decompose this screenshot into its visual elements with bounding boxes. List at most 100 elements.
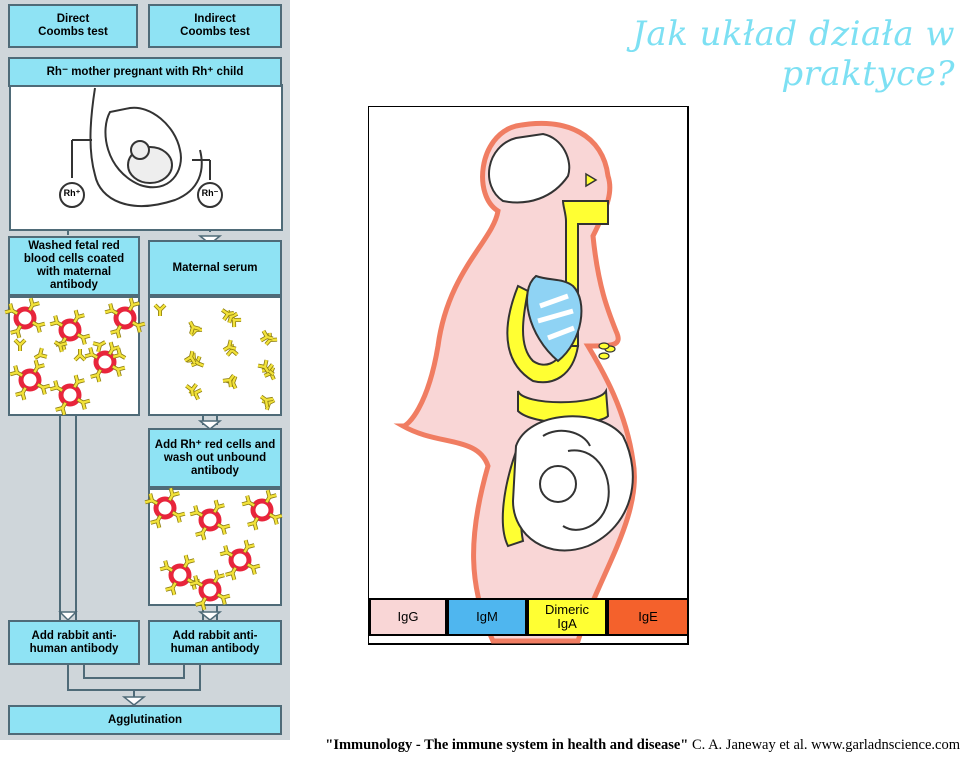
antibody-icon xyxy=(216,522,231,535)
antibody-icon xyxy=(259,329,274,343)
brain-icon xyxy=(488,132,571,204)
antibody-icon xyxy=(212,499,225,514)
antibody-icon xyxy=(144,493,159,506)
antibody-icon xyxy=(222,339,237,352)
red-cell-icon xyxy=(153,496,177,520)
antibody-icon xyxy=(259,394,274,408)
antibody-icon xyxy=(4,303,19,316)
antibody-icon xyxy=(242,539,255,554)
pregnant-mother-outline-icon xyxy=(89,87,203,207)
legend-igg: IgG xyxy=(369,598,447,636)
antibody-icon xyxy=(171,510,186,523)
direct-coombs-header: Direct Coombs test xyxy=(8,4,138,48)
antibody-icon xyxy=(76,332,91,345)
antibody-icon xyxy=(9,365,24,378)
mother-label: Rh⁻ mother pregnant with Rh⁺ child xyxy=(8,57,282,87)
red-cell-icon xyxy=(250,498,274,522)
cells-layer xyxy=(4,297,283,611)
antibody-icon xyxy=(107,341,120,356)
legend-ige: IgE xyxy=(607,598,689,636)
antibody-icon xyxy=(72,374,85,389)
antibody-icon xyxy=(189,575,204,588)
antibody-icon xyxy=(49,380,64,393)
rh-minus-tag: Rh⁻ xyxy=(201,188,219,198)
antibody-icon xyxy=(13,338,27,351)
antibody-icon xyxy=(212,569,225,584)
antibody-icon xyxy=(49,315,64,328)
antibody-icon xyxy=(247,516,260,531)
antibody-icon xyxy=(104,303,119,316)
antibody-icon xyxy=(90,368,103,383)
syringe-plus-icon xyxy=(59,139,92,208)
antibody-icon xyxy=(268,512,283,525)
antibody-icon xyxy=(111,364,126,377)
antibody-icon xyxy=(27,297,40,312)
red-cell-icon xyxy=(13,306,37,330)
add-rabbit-left-box: Add rabbit anti-human antibody xyxy=(8,620,140,665)
antibody-icon xyxy=(92,340,107,353)
red-cell-icon xyxy=(228,548,252,572)
antibody-icon xyxy=(33,347,48,360)
syringe-minus-icon xyxy=(192,159,223,208)
legend-igm: IgM xyxy=(447,598,527,636)
page-title: Jak układ działa w praktyce? xyxy=(632,14,955,94)
legend-dimeric-iga: Dimeric IgA xyxy=(527,598,607,636)
antibody-icon xyxy=(188,320,201,335)
antibody-icon xyxy=(32,359,45,374)
heart-icon xyxy=(526,274,583,363)
red-cell-icon xyxy=(58,383,82,407)
antibody-icon xyxy=(110,324,123,339)
add-rh-cells-box: Add Rh⁺ red cells and wash out unbound a… xyxy=(148,428,282,488)
antibody-icon xyxy=(264,489,277,504)
add-rabbit-right-box: Add rabbit anti-human antibody xyxy=(148,620,282,665)
antibody-icon xyxy=(165,581,178,596)
antibody-icon xyxy=(257,359,270,374)
antibody-icon xyxy=(219,545,234,558)
red-cell-icon xyxy=(198,578,222,602)
antibody-icon xyxy=(84,347,99,360)
red-cell-icon xyxy=(168,563,192,587)
antibody-icon xyxy=(159,560,174,573)
antibody-icon xyxy=(15,386,28,401)
antibody-icon xyxy=(72,309,85,324)
antibody-icon xyxy=(182,554,195,569)
antibody-icon xyxy=(189,505,204,518)
washed-cells-box: Washed fetal red blood cells coated with… xyxy=(8,236,140,296)
antibody-icon xyxy=(131,320,146,333)
antibody-icon xyxy=(195,596,208,611)
antibody-icon xyxy=(10,324,23,339)
indirect-coombs-header: Indirect Coombs test xyxy=(148,4,282,48)
antibody-icon xyxy=(222,374,236,388)
antibody-icon xyxy=(127,297,140,312)
body-illustration xyxy=(368,106,689,645)
red-cell-icon xyxy=(93,350,117,374)
antibody-icon xyxy=(31,320,46,333)
agglutination-box: Agglutination xyxy=(8,705,282,735)
antibody-icon xyxy=(225,566,238,581)
red-cell-icon xyxy=(18,368,42,392)
serum-antibodies-panel xyxy=(148,296,282,416)
maternal-serum-box: Maternal serum xyxy=(148,240,282,296)
antibody-icon xyxy=(221,308,235,321)
antibody-icon xyxy=(53,340,68,353)
antibody-icon xyxy=(195,526,208,541)
antibody-icon xyxy=(246,562,261,575)
eye-gland-icon xyxy=(585,172,598,188)
antibody-icon xyxy=(76,397,91,410)
antibody-icon xyxy=(153,303,167,316)
antibody-icon xyxy=(73,349,87,362)
red-cell-icon xyxy=(198,508,222,532)
fetus-icon xyxy=(511,415,634,552)
antibody-icon xyxy=(36,382,51,395)
antibody-icon xyxy=(167,487,180,502)
citation: "Immunology - The immune system in healt… xyxy=(325,737,960,753)
antibody-icon xyxy=(183,350,197,365)
antibody-icon xyxy=(216,592,231,605)
antibody-icon xyxy=(150,514,163,529)
breast-iga-icon xyxy=(598,342,616,360)
antibody-icon xyxy=(55,401,68,416)
antibody-icon xyxy=(185,383,198,397)
antibody-icon xyxy=(241,495,256,508)
red-cell-icon xyxy=(113,306,137,330)
